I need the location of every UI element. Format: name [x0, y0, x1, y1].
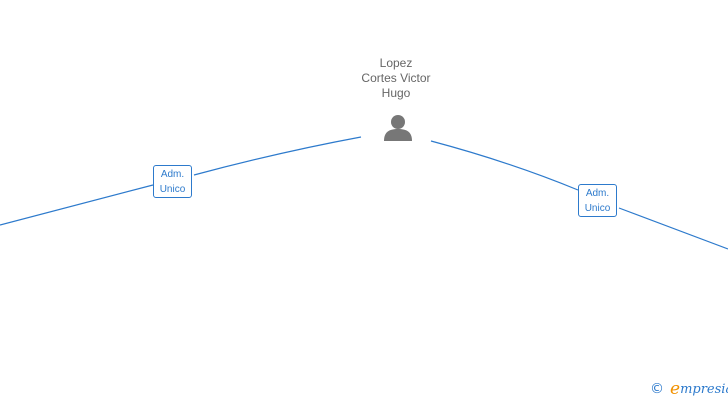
brand-logo-e: e	[670, 379, 681, 399]
person-name-line-1: Lopez	[379, 56, 413, 70]
copyright-icon: ©	[650, 381, 664, 397]
role-badge-left[interactable]: Adm. Unico	[153, 165, 192, 198]
role-badge-left-line-2: Unico	[159, 184, 186, 195]
person-icon[interactable]	[383, 113, 413, 143]
person-name-line-3: Hugo	[381, 86, 411, 100]
role-badge-right-line-1: Adm.	[585, 188, 610, 199]
brand-logo-text: mpresia	[680, 381, 728, 397]
edge-left	[0, 136, 362, 226]
brand-logo[interactable]: © e mpresia	[650, 379, 728, 399]
person-name-line-2: Cortes Victor	[361, 71, 431, 85]
edge-right	[430, 140, 728, 250]
role-badge-left-line-1: Adm.	[160, 169, 185, 180]
role-badge-right[interactable]: Adm. Unico	[578, 184, 617, 217]
person-name[interactable]: Lopez Cortes Victor Hugo	[336, 56, 456, 101]
role-badge-right-line-2: Unico	[584, 203, 611, 214]
